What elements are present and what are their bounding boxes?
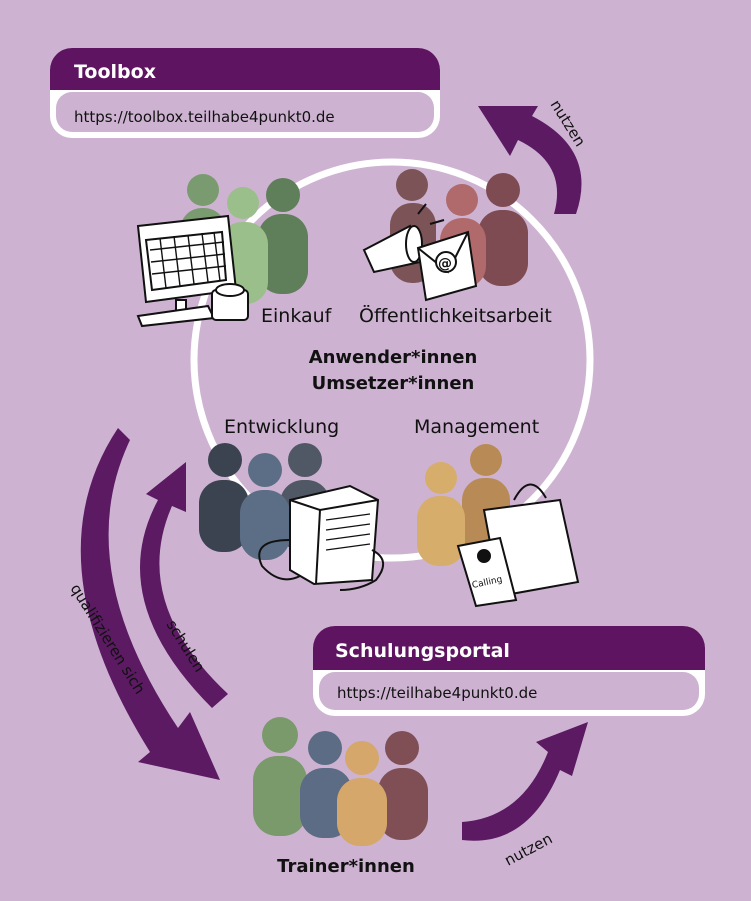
toolbox-header [50, 48, 440, 90]
toolbox-title: Toolbox [74, 61, 156, 83]
label-management: Management [414, 416, 539, 438]
arrow-qualifizieren [80, 428, 220, 780]
megaphone-email-icon: @ [362, 203, 478, 302]
toolbox-card: Toolbox https://toolbox.teilhabe4punkt0.… [50, 48, 440, 138]
computer-tower-icon [258, 484, 384, 591]
user-ring [190, 158, 594, 562]
email-symbol: @ [438, 256, 452, 272]
center-label-anwender: Anwender*innen [309, 347, 478, 368]
label-trainer: Trainer*innen [277, 856, 415, 877]
arrow-nutzen-bottom [462, 722, 588, 841]
center-label-umsetzer: Umsetzer*innen [312, 373, 475, 394]
label-oeffentlichkeitsarbeit: Öffentlichkeitsarbeit [359, 304, 552, 327]
people-trainer [253, 717, 428, 846]
schulungsportal-header [313, 626, 705, 670]
schulungsportal-url[interactable]: https://teilhabe4punkt0.de [337, 684, 537, 702]
schulungsportal-title: Schulungsportal [335, 640, 510, 662]
arrow-nutzen-top [478, 106, 582, 214]
schulungsportal-card: Schulungsportal https://teilhabe4punkt0.… [313, 626, 705, 716]
bag-calling-icon: Calling [456, 483, 580, 608]
arrow-schulen [140, 462, 228, 708]
cash-register-icon [136, 214, 249, 328]
label-entwicklung: Entwicklung [224, 416, 339, 438]
label-einkauf: Einkauf [261, 305, 333, 327]
toolbox-url[interactable]: https://toolbox.teilhabe4punkt0.de [74, 108, 335, 126]
